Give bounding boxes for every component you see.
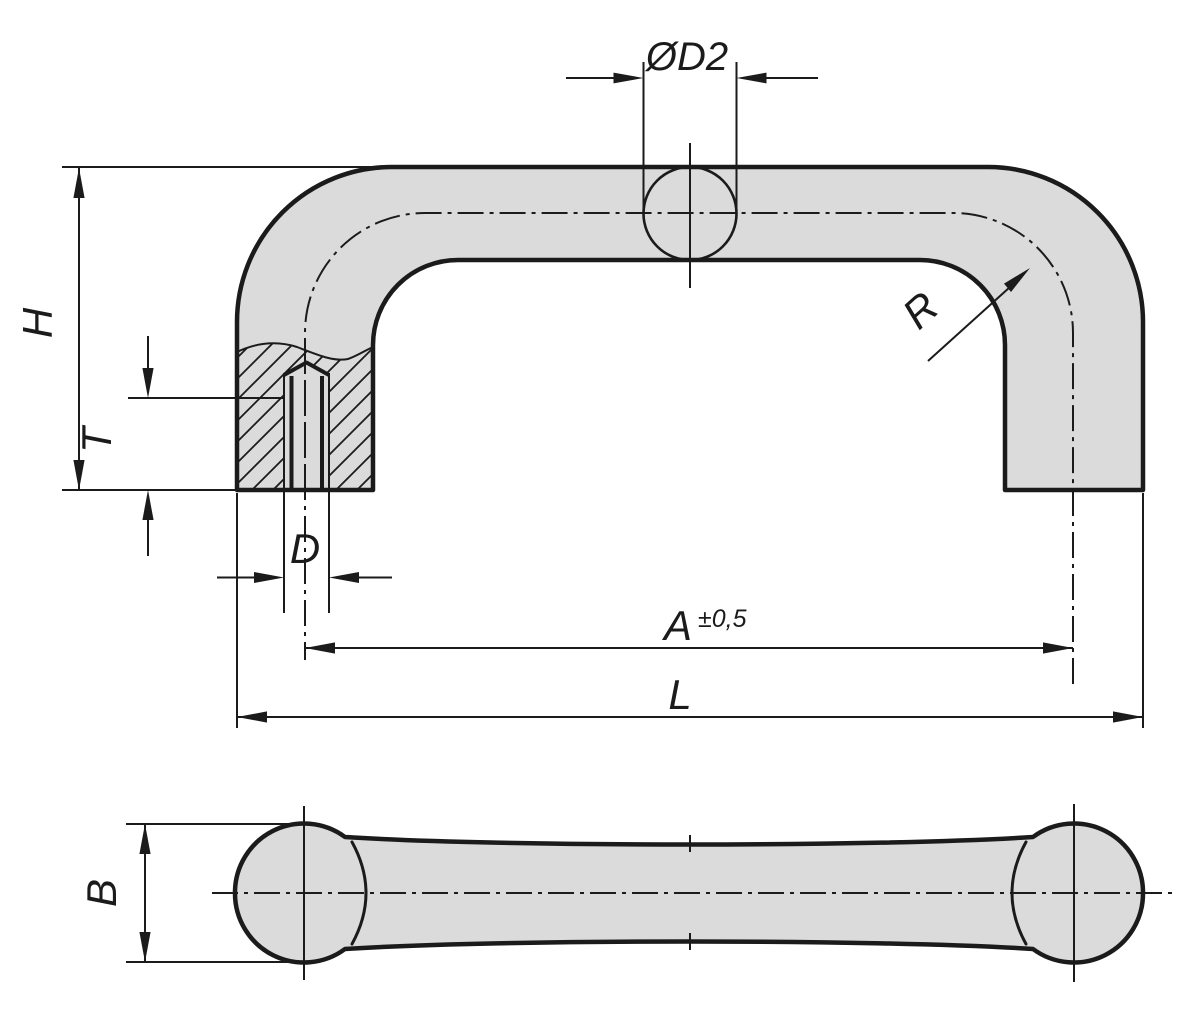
dimension-d: D — [217, 525, 392, 583]
arrowhead — [73, 168, 85, 198]
arrowhead — [613, 72, 644, 84]
front-view — [234, 143, 1146, 688]
arrowhead — [254, 572, 284, 583]
dimension-label-r: R — [893, 283, 947, 338]
arrowhead — [237, 711, 267, 723]
dimension-label-t: T — [73, 424, 120, 453]
dimension-label-d: D — [290, 525, 320, 572]
arrowhead — [73, 460, 85, 490]
dimension-h: H — [14, 166, 470, 491]
handle-body-fill — [237, 167, 1143, 490]
arrowhead — [139, 932, 151, 962]
arrowhead — [1004, 268, 1030, 292]
dimension-label-h: H — [14, 307, 61, 338]
dimension-t: T — [73, 336, 284, 556]
arrowhead — [142, 490, 154, 520]
tapped-hole — [283, 360, 330, 613]
arrowhead — [329, 572, 359, 583]
arrowhead — [736, 72, 767, 84]
arrowhead — [139, 824, 151, 854]
dimension-label-b: B — [78, 879, 125, 907]
handle-outline — [234, 164, 1146, 493]
arrowhead — [305, 642, 335, 654]
left-blend-arc — [350, 840, 368, 946]
dimension-a: A±0,5 — [305, 602, 1073, 654]
dimension-label-d2: ØD2 — [644, 35, 728, 79]
dimension-label-a: A±0,5 — [661, 602, 747, 649]
dimension-label-l: L — [668, 671, 691, 718]
dimension-l: L — [236, 493, 1144, 728]
arrowhead — [142, 368, 154, 398]
drill-point — [283, 360, 330, 377]
arrowhead — [1113, 711, 1143, 723]
bottom-view — [212, 804, 1178, 982]
dimension-d2: ØD2 — [566, 35, 818, 216]
break-line — [236, 342, 374, 361]
dimension-b: B — [78, 823, 302, 963]
arrowhead — [1043, 642, 1073, 654]
